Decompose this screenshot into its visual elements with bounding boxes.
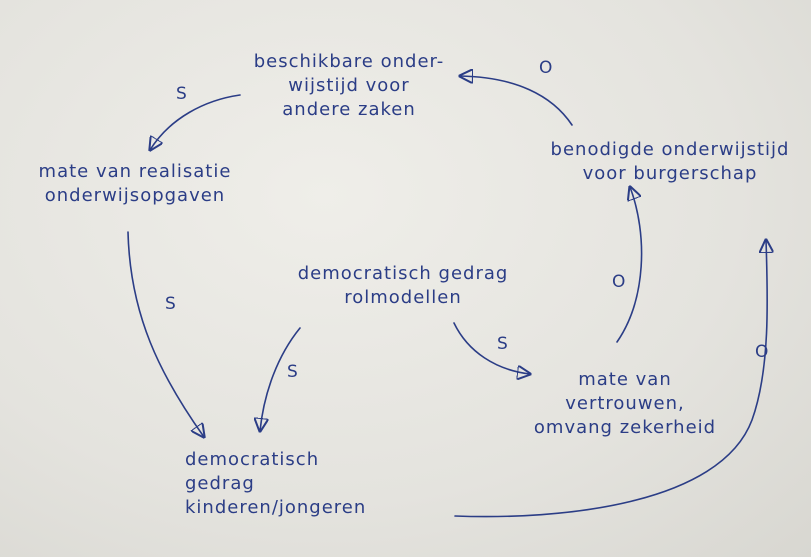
- arrow-realisatie-to-kinderen: [127, 231, 204, 437]
- node-benodigde-tijd: benodigde onderwijstijd voor burgerschap: [530, 138, 810, 186]
- polarity-rolmodellen-kinderen: S: [287, 362, 298, 382]
- arrow-vertrouwen-to-benodigde: [616, 187, 643, 343]
- node-line: mate van: [578, 369, 672, 390]
- node-line: democratisch: [185, 449, 320, 470]
- polarity-realisatie-kinderen: S: [165, 294, 176, 314]
- node-line: rolmodellen: [344, 287, 462, 308]
- node-line: democratisch gedrag: [297, 263, 509, 284]
- node-line: andere zaken: [282, 99, 416, 120]
- polarity-vertrouwen-benodigde: O: [612, 272, 626, 292]
- node-line: onderwijsopgaven: [44, 185, 226, 206]
- node-line: gedrag: [185, 473, 255, 494]
- arrow-rolmodellen-to-kinderen: [260, 327, 301, 431]
- node-line: voor burgerschap: [582, 163, 758, 184]
- node-mate-realisatie: mate van realisatie onderwijsopgaven: [10, 160, 260, 208]
- node-line: beschikbare onder-: [253, 51, 445, 72]
- node-line: mate van realisatie: [38, 161, 232, 182]
- node-beschikbare-tijd: beschikbare onder- wijstijd voor andere …: [244, 50, 454, 122]
- polarity-beschikbare-realisatie: S: [176, 84, 187, 104]
- node-rolmodellen: democratisch gedrag rolmodellen: [268, 262, 538, 310]
- polarity-rolmodellen-vertrouwen: S: [497, 334, 508, 354]
- polarity-kinderen-benodigde: O: [755, 342, 769, 362]
- node-vertrouwen: mate van vertrouwen, omvang zekerheid: [510, 368, 740, 440]
- polarity-benodigde-beschikbare: O: [539, 58, 553, 78]
- arrow-benodigde-to-beschikbare: [460, 76, 573, 126]
- node-line: wijstijd voor: [288, 75, 410, 96]
- node-line: omvang zekerheid: [533, 417, 717, 438]
- node-line: kinderen/jongeren: [185, 497, 367, 518]
- node-line: vertrouwen,: [565, 393, 685, 414]
- node-gedrag-kinderen: democratisch gedrag kinderen/jongeren: [185, 448, 425, 520]
- arrow-kinderen-to-benodigde: [454, 240, 767, 518]
- arrow-beschikbare-to-realisatie: [150, 94, 241, 150]
- arrow-rolmodellen-to-vertrouwen: [453, 322, 530, 374]
- node-line: benodigde onderwijstijd: [550, 139, 790, 160]
